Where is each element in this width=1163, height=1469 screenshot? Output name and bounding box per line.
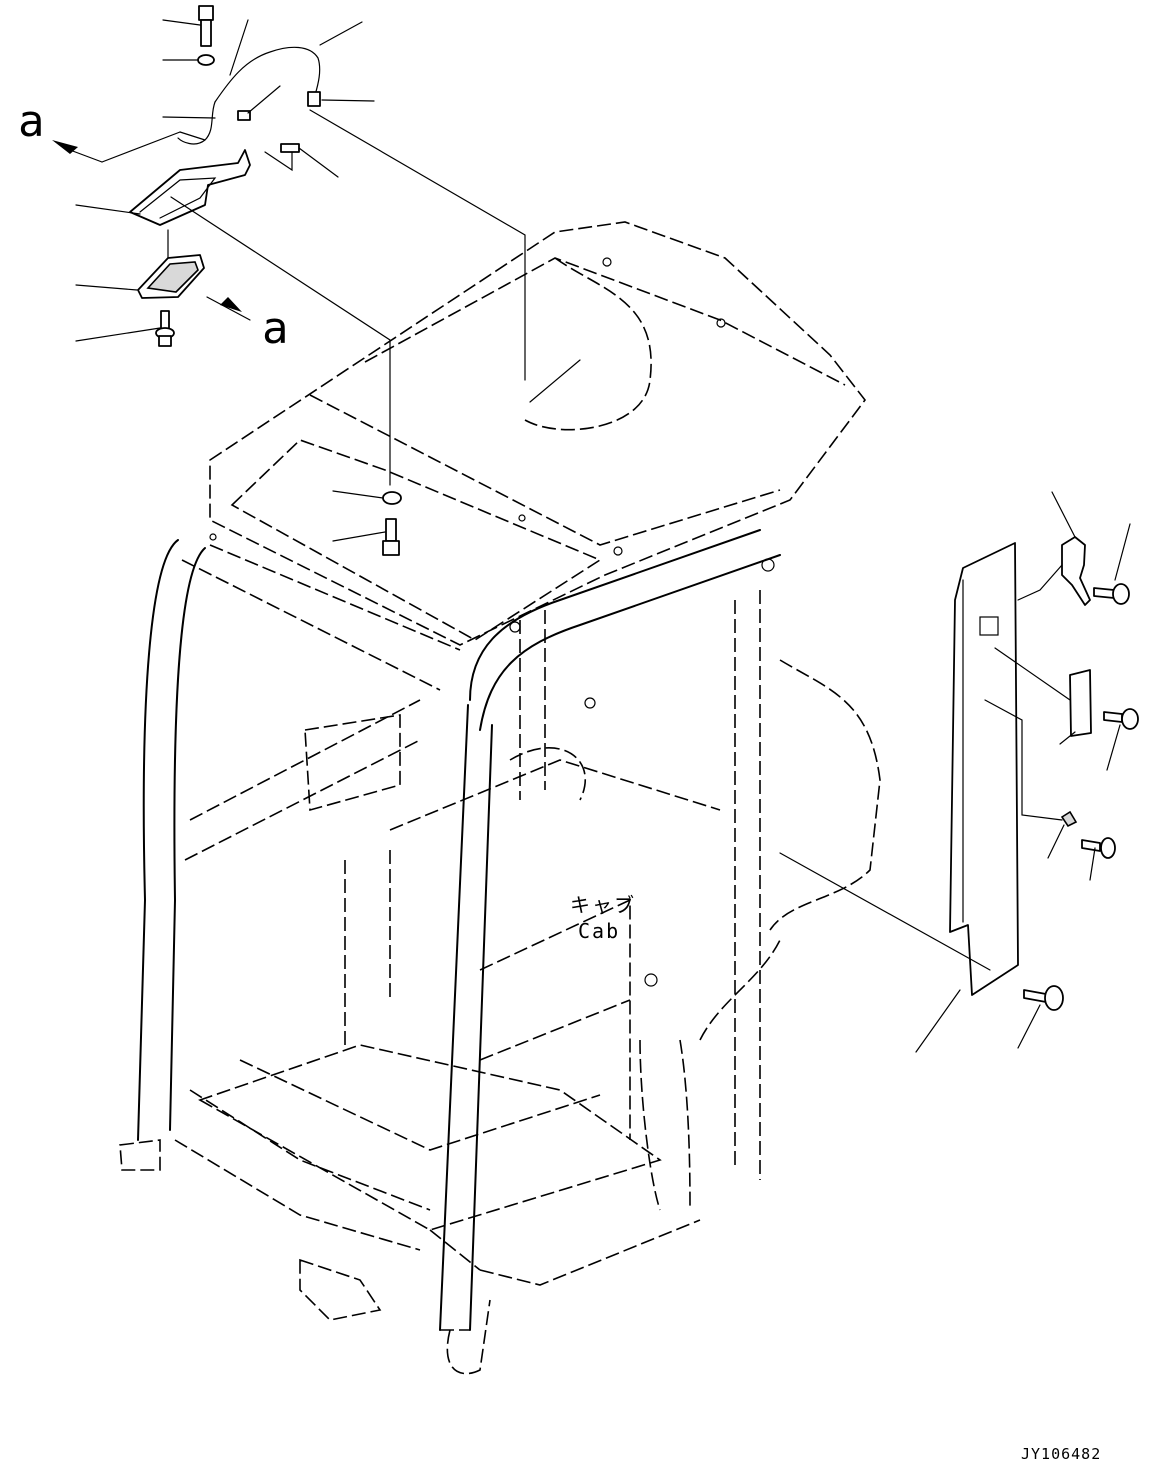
screw-icon [1093,583,1130,605]
roof-mount-hardware [332,359,581,556]
cab-label-en: Cab [578,919,620,943]
cushion-icon [280,143,300,153]
washer-icon [197,54,215,66]
plate-icon [1069,669,1092,737]
clip-icon [237,110,251,121]
cab-label-jp: キャブ [570,893,636,917]
bolt-icon [382,518,400,556]
bolt-icon [1023,985,1064,1011]
washer-icon [382,491,402,505]
screw-icon [1103,708,1139,730]
connector-icon [307,91,321,107]
roof-lamp-assembly [75,5,526,486]
clip-icon [1060,810,1078,828]
latch-icon [1061,536,1091,606]
side-cover-assembly [779,491,1139,1053]
cab-frame [119,221,881,1375]
screw-icon [155,310,175,347]
drawing-code: JY106482 [1021,1445,1101,1463]
lamp-bracket [129,149,251,226]
bolt-icon [198,5,214,47]
view-label-a-top: a [18,96,45,147]
screw-icon [1081,837,1116,859]
view-label-a-bottom: a [262,303,289,354]
pillar-cover [949,542,1019,996]
